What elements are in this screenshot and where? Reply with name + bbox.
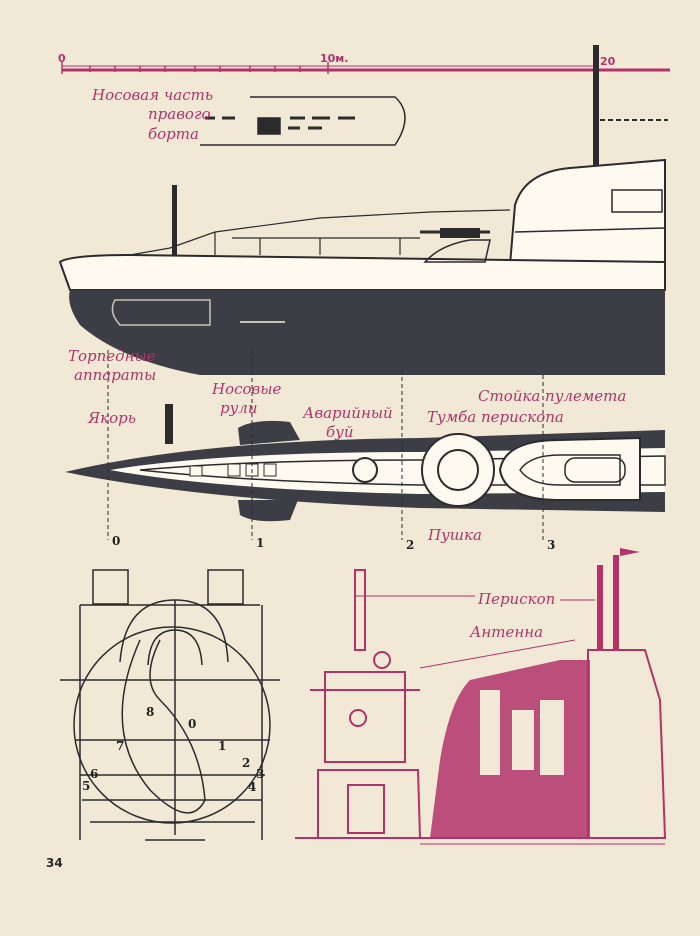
hull-plan-view (65, 404, 666, 522)
station-mark-1: 1 (256, 536, 265, 550)
scale-mid: 10м. (320, 52, 349, 65)
section-number: 8 (146, 705, 155, 719)
station-lines (107, 350, 544, 540)
station-mark-2: 2 (406, 538, 415, 552)
section-number: 2 (242, 756, 251, 770)
label-emergency-buoy-line1: Аварийный (303, 404, 393, 422)
label-periscope: Перископ (478, 590, 556, 608)
label-torpedo-tubes-line1: Торпедные (68, 347, 156, 365)
label-periscope-pedestal: Тумба перископа (427, 408, 564, 426)
label-antenna: Антенна (470, 623, 544, 641)
tower-cutaway-view (420, 548, 667, 845)
label-torpedo-tubes-line2: аппараты (74, 366, 157, 384)
leader-lines (355, 595, 595, 669)
page-number: 34 (46, 856, 63, 870)
section-number: 7 (116, 739, 125, 753)
section-number: 3 (256, 767, 265, 781)
section-number: 6 (90, 767, 99, 781)
section-number: 0 (188, 717, 197, 731)
periscope-mast (593, 45, 668, 165)
section-number: 4 (248, 780, 257, 794)
conning-tower (508, 158, 666, 266)
scale-start: 0 (58, 52, 66, 65)
tower-front-view (295, 569, 430, 839)
hull-side-view (58, 185, 666, 375)
hull-cross-section (60, 569, 280, 841)
label-gun: Пушка (428, 526, 482, 544)
section-number: 5 (82, 779, 91, 793)
scale-bar (61, 62, 670, 74)
station-mark-0: 0 (112, 534, 121, 548)
station-mark-3: 3 (547, 538, 556, 552)
label-bow-rudders-line1: Носовые (212, 380, 282, 398)
label-emergency-buoy-line2: буй (326, 423, 354, 441)
label-bow-starboard-line1: Носовая часть (92, 86, 213, 104)
bow-starboard-detail (200, 96, 406, 146)
label-bow-rudders-line2: рули (220, 399, 258, 417)
label-anchor: Якорь (88, 409, 136, 427)
scale-end: 20 (600, 55, 616, 68)
label-mg-mount: Стойка пулемета (478, 387, 627, 405)
section-number: 1 (218, 739, 227, 753)
label-bow-starboard-line3: борта (148, 125, 199, 143)
label-bow-starboard-line2: правого (148, 105, 211, 123)
